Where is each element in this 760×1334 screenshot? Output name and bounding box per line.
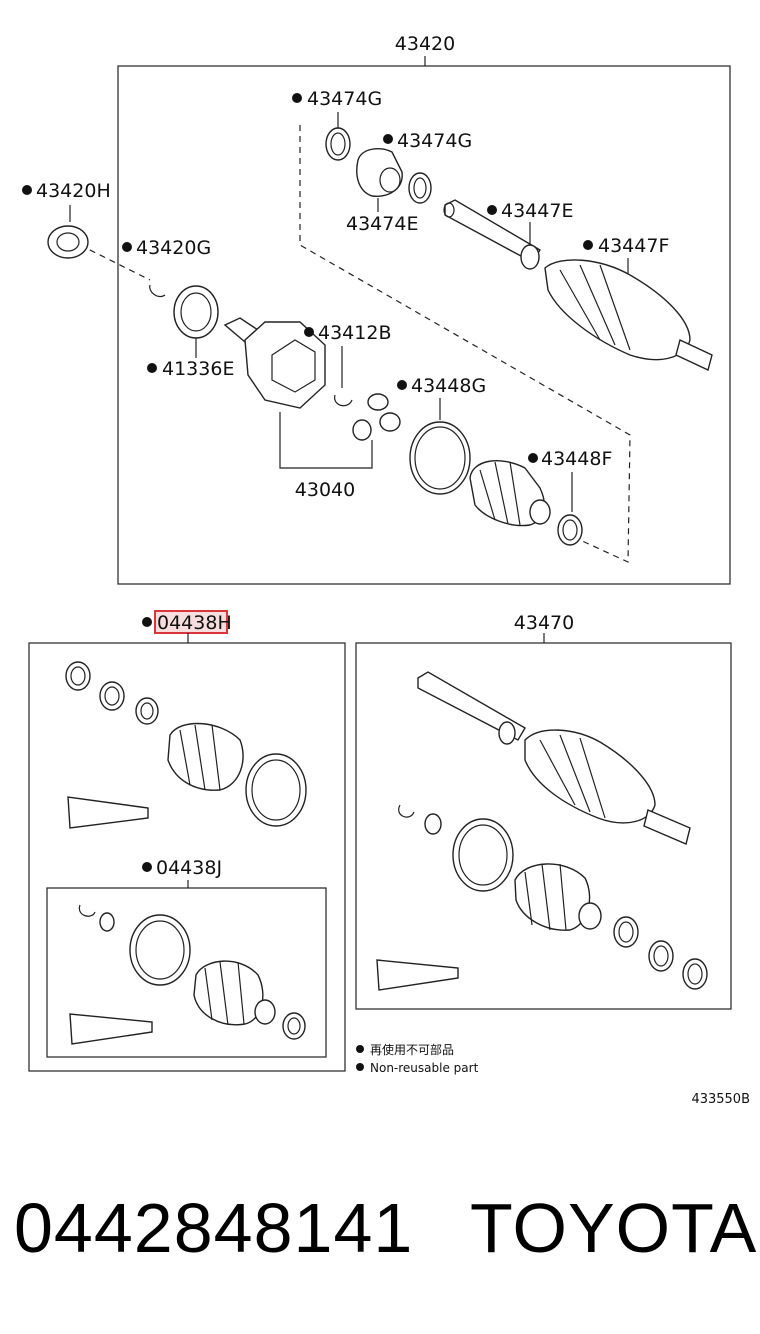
- assembly-box-43420: [117, 65, 731, 585]
- label-43420G: 43420G: [136, 237, 211, 259]
- label-41336E: 41336E: [162, 358, 234, 380]
- small-ring: [99, 912, 115, 932]
- kit-clamps: [65, 661, 159, 725]
- inner-kit-clamp: [282, 1012, 306, 1040]
- label-04438H: 04438H: [157, 612, 232, 634]
- clamp-43447E: [520, 222, 540, 270]
- bracket-43040: [279, 412, 373, 469]
- label-43447F: 43447F: [598, 235, 669, 257]
- nonreusable-dot: [142, 862, 152, 872]
- legend-dot: [356, 1045, 364, 1053]
- label-43474G-b: 43474G: [397, 130, 472, 152]
- nonreusable-dot: [383, 134, 393, 144]
- nonreusable-dot: [292, 93, 302, 103]
- kit-boot: [167, 722, 244, 791]
- nonreusable-dot: [304, 327, 314, 337]
- inner-kit-band: [129, 914, 191, 986]
- nonreusable-dot: [122, 242, 132, 252]
- legend-cn: 再使用不可部品: [370, 1042, 454, 1057]
- label-04438J: 04438J: [156, 857, 222, 879]
- o-ring-41336E: [173, 285, 219, 339]
- kit-box-04438J: [46, 887, 327, 1058]
- label-43420: 43420: [395, 33, 455, 55]
- label-43412B: 43412B: [318, 322, 391, 344]
- label-43474E: 43474E: [346, 213, 418, 235]
- label-43447E: 43447E: [501, 200, 573, 222]
- inner-kit-boot: [193, 960, 276, 1026]
- highlight-box: [154, 610, 228, 634]
- snap-ring: [78, 904, 96, 917]
- clamp-ring-43474G: [325, 127, 351, 161]
- clamp-ring-43474G-b: [408, 172, 432, 204]
- boot-clamp-43448F: [557, 514, 583, 546]
- inner-boot: [469, 460, 551, 527]
- label-43040: 43040: [295, 479, 355, 501]
- nonreusable-dot: [528, 453, 538, 463]
- boot-43470: [514, 863, 602, 931]
- kit-band: [245, 753, 307, 827]
- snap-ring-43470: [398, 804, 415, 818]
- boot-43474E: [356, 148, 403, 197]
- nonreusable-dot: [142, 617, 152, 627]
- grease-tube: [67, 796, 149, 829]
- dust-seal-43420H: [47, 225, 89, 259]
- kit-box-04438H: [28, 642, 346, 1072]
- nonreusable-dot: [487, 205, 497, 215]
- label-43420H: 43420H: [36, 180, 111, 202]
- part-number: 0442848141: [14, 1189, 414, 1267]
- grease-tube-inner: [69, 1013, 153, 1045]
- label-43470: 43470: [514, 612, 574, 634]
- grease-tube-43470: [376, 959, 459, 991]
- nonreusable-dot: [397, 380, 407, 390]
- snap-ring-43420G: [149, 284, 166, 298]
- outer-boot-43447F: [544, 259, 713, 371]
- nonreusable-dot: [22, 185, 32, 195]
- nonreusable-dot: [147, 363, 157, 373]
- snap-ring-43412B: [334, 394, 353, 407]
- nonreusable-dot: [583, 240, 593, 250]
- label-43474G-a: 43474G: [307, 88, 382, 110]
- clamps-43470: [613, 916, 708, 990]
- boot-clamp-43448G: [409, 421, 471, 495]
- reference-code: 433550B: [691, 1092, 750, 1107]
- assembly-box-43470: [355, 642, 732, 1010]
- legend-dot: [356, 1063, 364, 1071]
- label-43448G: 43448G: [411, 375, 486, 397]
- tripod-joint: [352, 393, 401, 441]
- inner-joint-housing-43040: [223, 317, 326, 409]
- ring-43470: [424, 813, 442, 835]
- label-43448F: 43448F: [541, 448, 612, 470]
- dashed-group-outline: [299, 125, 631, 563]
- brand-name: TOYOTA: [470, 1189, 758, 1267]
- legend-en: Non-reusable part: [370, 1061, 479, 1075]
- shaft-assembly-43470: [417, 671, 691, 845]
- band-43470: [452, 818, 514, 892]
- dashed-leader-43420H: [79, 244, 151, 281]
